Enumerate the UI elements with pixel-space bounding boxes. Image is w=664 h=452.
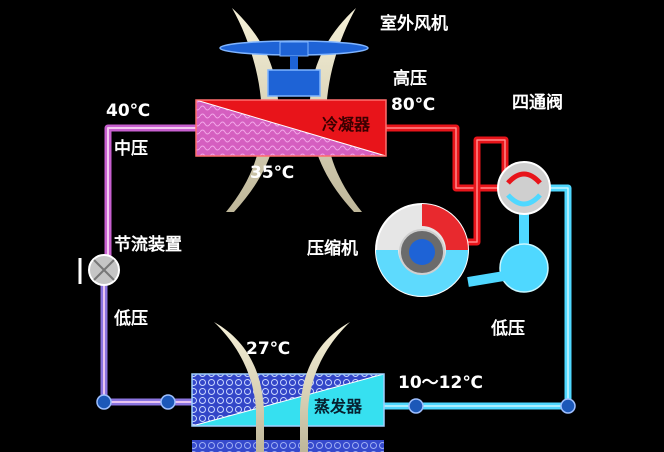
temp-range-label: 10～12℃ [398, 373, 483, 393]
compressor [375, 203, 469, 297]
low-pressure-left-label: 低压 [113, 308, 148, 329]
node-bottom-right [560, 398, 576, 414]
low-pressure-pipe-left [100, 284, 192, 406]
high-pressure-pipe [386, 124, 512, 246]
compressor-label: 压缩机 [307, 238, 358, 259]
outdoor-airflow [226, 8, 362, 212]
indoor-airflow [214, 322, 350, 452]
low-pressure-right-label: 低压 [490, 318, 525, 339]
evaporator-lower-coil [192, 440, 384, 452]
node-evap-inlet [160, 394, 176, 410]
evaporator-label: 蒸发器 [314, 397, 363, 416]
pipe-junction-nodes [96, 394, 576, 414]
high-pressure-label: 高压 [393, 68, 427, 89]
four-way-valve-label: 四通阀 [512, 92, 563, 113]
temp-40-label: 40℃ [106, 101, 150, 121]
node-bottom-left [96, 394, 112, 410]
temp-35-label: 35℃ [250, 163, 294, 183]
condenser [195, 99, 387, 157]
outdoor-fan-label: 室外风机 [380, 13, 448, 34]
throttle-device-label: 节流装置 [114, 234, 182, 255]
temp-80-label: 80℃ [391, 95, 435, 115]
condenser-label: 冷凝器 [322, 115, 371, 134]
accumulator [467, 243, 549, 293]
outdoor-fan [219, 40, 369, 97]
node-evap-outlet [408, 398, 424, 414]
medium-pressure-label: 中压 [114, 138, 148, 159]
evaporator [191, 373, 385, 427]
medium-pressure-pipe [104, 124, 196, 262]
four-way-valve [497, 161, 551, 215]
temp-27-label: 27℃ [246, 339, 290, 359]
throttle-device [78, 254, 120, 286]
